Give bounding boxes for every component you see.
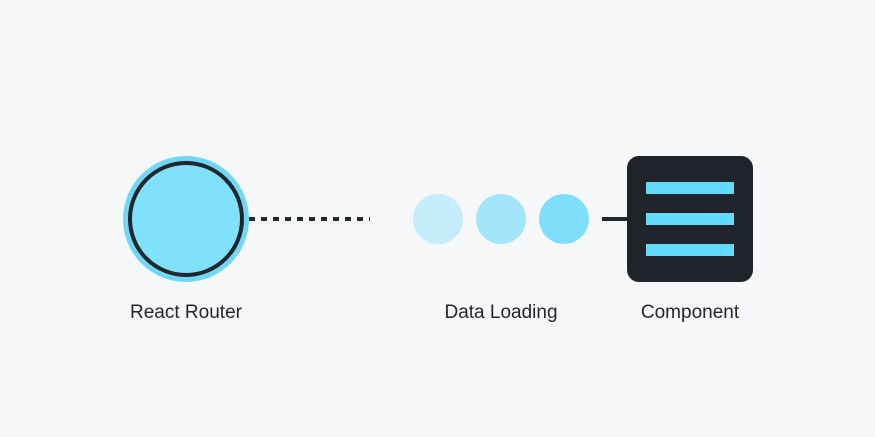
loading-label: Data Loading [444,302,558,323]
loading-dots-icon [413,194,589,244]
router-label: React Router [130,302,242,323]
loading-dot-3 [539,194,589,244]
router-node-circle [128,161,244,277]
router-node-icon [123,156,249,282]
loading-dot-2 [476,194,526,244]
component-bar-1 [646,182,734,194]
component-label: Component [640,302,740,323]
component-bar-3 [646,244,734,256]
loading-dot-1 [413,194,463,244]
component-bar-2 [646,213,734,225]
component-bars-icon [627,156,753,282]
